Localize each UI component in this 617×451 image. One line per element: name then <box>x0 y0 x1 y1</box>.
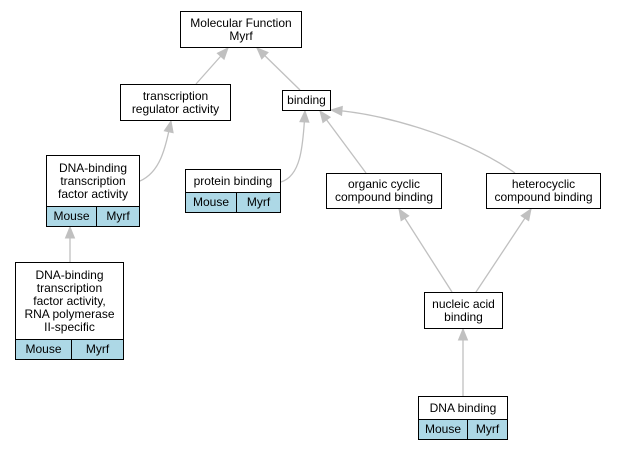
node-label: binding <box>287 93 326 107</box>
edge-dna-binding-tf-activity-to-transcription-regulator-activity-arrowhead <box>163 119 174 134</box>
node-label: nucleic acid binding <box>432 296 495 324</box>
annotation-row: Mouse Myrf <box>16 339 123 359</box>
edge-nucleic-acid-binding-to-heterocyclic-compound-binding <box>475 208 532 293</box>
node-label: DNA binding <box>429 400 497 415</box>
species-tag[interactable]: Mouse <box>419 420 467 439</box>
node-nucleic-acid-binding[interactable]: nucleic acid binding <box>424 292 503 329</box>
node-molecular-function[interactable]: Molecular Function Myrf <box>180 11 302 48</box>
node-label: protein binding <box>193 173 273 188</box>
edge-nucleic-acid-binding-to-organic-cyclic-compound-binding <box>398 208 453 293</box>
node-label: DNA-binding transcription factor activit… <box>57 160 129 201</box>
node-transcription-regulator-activity[interactable]: transcription regulator activity <box>120 84 231 121</box>
node-label: DNA-binding transcription factor activit… <box>24 267 115 334</box>
edge-nucleic-acid-binding-to-heterocyclic-compound-binding-arrowhead <box>520 207 532 222</box>
edge-binding-to-molecular-function-arrowhead <box>256 47 269 60</box>
node-binding[interactable]: binding <box>282 90 331 111</box>
annotation-row: Mouse Myrf <box>186 192 280 212</box>
node-organic-cyclic-compound-binding[interactable]: organic cyclic compound binding <box>326 173 442 209</box>
node-label: Molecular Function Myrf <box>190 15 292 43</box>
edge-transcription-regulator-activity-to-molecular-function-arrowhead <box>216 47 229 61</box>
edge-organic-cyclic-compound-binding-to-binding <box>319 110 367 174</box>
annotation-row: Mouse Myrf <box>419 419 507 439</box>
species-tag[interactable]: Mouse <box>47 207 96 226</box>
edge-nucleic-acid-binding-to-organic-cyclic-compound-binding-arrowhead <box>398 207 410 222</box>
edge-dna-binding-tf-activity-pol2-to-dna-binding-tf-activity-arrowhead <box>64 225 76 239</box>
node-label: transcription regulator activity <box>131 88 220 116</box>
species-tag[interactable]: Mouse <box>16 340 71 359</box>
annotation-row: Mouse Myrf <box>47 206 139 226</box>
edge-heterocyclic-compound-binding-to-binding-arrowhead <box>329 105 343 117</box>
node-label: heterocyclic compound binding <box>494 177 593 204</box>
node-protein-binding[interactable]: protein binding Mouse Myrf <box>185 169 281 213</box>
edge-dna-binding-to-nucleic-acid-binding-arrowhead <box>457 327 469 341</box>
gene-tag[interactable]: Myrf <box>236 193 280 212</box>
node-dna-binding-transcription-factor-activity[interactable]: DNA-binding transcription factor activit… <box>46 155 140 227</box>
gene-tag[interactable]: Myrf <box>71 340 123 359</box>
edge-organic-cyclic-compound-binding-to-binding-arrowhead <box>319 109 332 124</box>
node-dna-binding[interactable]: DNA binding Mouse Myrf <box>418 396 508 440</box>
gene-tag[interactable]: Myrf <box>96 207 139 226</box>
edge-heterocyclic-compound-binding-to-binding <box>330 109 516 174</box>
edge-protein-binding-to-binding-arrowhead <box>299 109 310 123</box>
species-tag[interactable]: Mouse <box>186 193 236 212</box>
node-label: organic cyclic compound binding <box>334 177 434 204</box>
gene-tag[interactable]: Myrf <box>467 420 507 439</box>
node-heterocyclic-compound-binding[interactable]: heterocyclic compound binding <box>486 173 601 209</box>
node-dna-binding-transcription-factor-activity-pol2[interactable]: DNA-binding transcription factor activit… <box>15 262 124 360</box>
